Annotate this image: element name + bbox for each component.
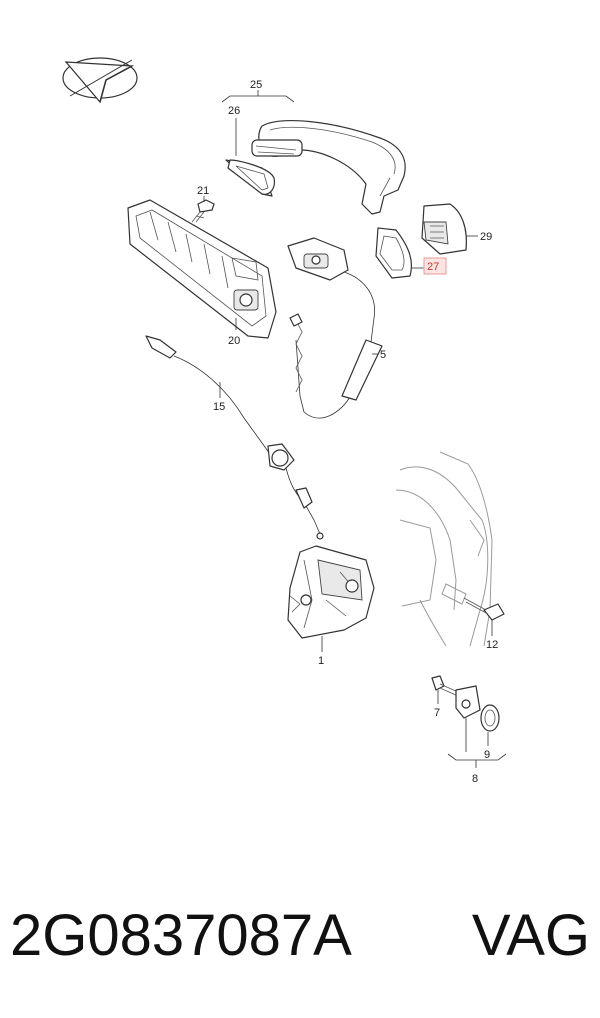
callout-12: 12 [486, 639, 498, 651]
direction-arrow-icon [62, 57, 138, 104]
callout-26: 26 [228, 105, 240, 117]
callout-27-highlight [423, 257, 447, 275]
callout-21: 21 [197, 185, 209, 197]
callout-labels: 25 26 21 29 27 20 5 15 1 12 7 9 8 [197, 79, 498, 785]
brand-name: VAG [471, 903, 590, 968]
callout-9: 9 [484, 749, 490, 761]
bowden-cable-part [145, 335, 324, 540]
callout-25: 25 [250, 79, 262, 91]
callout-1: 1 [318, 655, 324, 667]
footer-caption: 2G0837087A VAG [10, 896, 590, 976]
handle-gasket-part [225, 159, 275, 197]
door-handle-part [251, 120, 406, 215]
callout-20: 20 [228, 335, 240, 347]
cover-cap-part [421, 203, 467, 255]
callout-7: 7 [434, 707, 440, 719]
door-frame-outline [395, 451, 493, 647]
callout-29: 29 [480, 231, 492, 243]
actuator-cable-part [287, 237, 383, 419]
striker-assembly-part [431, 675, 500, 732]
door-lock-part [287, 545, 375, 639]
callout-8: 8 [472, 773, 478, 785]
screw-21-part [191, 199, 215, 223]
part-number: 2G0837087A [10, 903, 352, 968]
callout-5: 5 [380, 349, 386, 361]
cap-gasket-part [375, 227, 413, 279]
bolt-12-part [463, 597, 505, 621]
handle-bracket-part [127, 199, 277, 339]
leader-lines [203, 90, 507, 768]
callout-15: 15 [213, 401, 225, 413]
callout-27: 27 [427, 261, 439, 273]
